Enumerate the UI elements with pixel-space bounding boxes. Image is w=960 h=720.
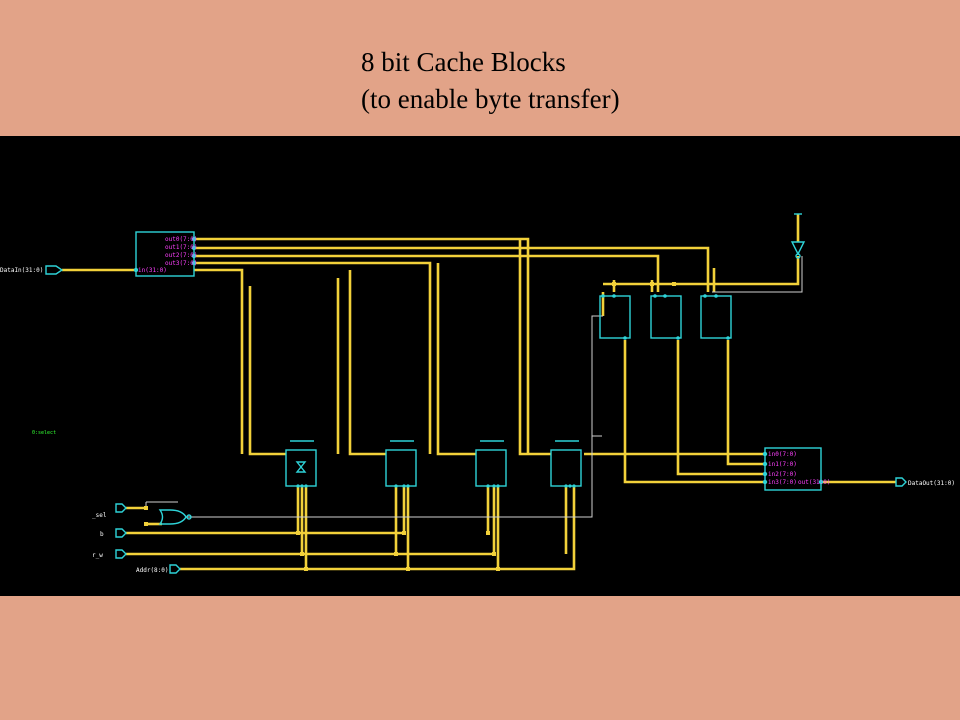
merger-out-label: out(31:0) (798, 479, 831, 486)
cache-block-top-2 (700, 295, 732, 339)
schematic-canvas: out0(7:0) out1(7:0) out2(7:0) out3(7:0) … (0, 136, 960, 596)
wire-byte1-top (194, 254, 660, 292)
splitter-port-1: out1(7:0) (165, 244, 198, 251)
wire-gate-out (186, 315, 603, 518)
control-lines (145, 256, 803, 518)
wire-block1-in (348, 270, 386, 456)
junctions (144, 282, 676, 571)
addr-label: Addr(8:0) (136, 567, 169, 574)
wire-rw-bus (126, 486, 496, 556)
rw-label: r_w (92, 552, 103, 559)
splitter-port-3: out3(7:0) (165, 260, 198, 267)
wire-top-bus (603, 256, 800, 286)
cache-block-bottom-3 (550, 449, 582, 487)
wire-block0-in (248, 286, 286, 456)
slide-title: 8 bit Cache Blocks (to enable byte trans… (361, 44, 620, 118)
dataout-port (895, 477, 907, 487)
cache-block-top-0 (599, 295, 631, 339)
block-outlines (45, 213, 907, 574)
inverter (790, 241, 806, 256)
merger-port-labels: in0(7:0) in1(7:0) in2(7:0) in3(7:0) out(… (768, 451, 831, 486)
b-port (115, 528, 127, 538)
wire-byte3 (194, 268, 244, 454)
wire-top1-to-merge (676, 340, 765, 476)
merger-port-3: in3(7:0) (768, 479, 797, 486)
splitter-port-2: out2(7:0) (165, 252, 198, 259)
wire-byte0-top (194, 246, 710, 292)
merger-block (764, 447, 822, 491)
b-label: b (100, 531, 104, 538)
or-gate (158, 509, 187, 525)
wire-block3-in (518, 239, 551, 456)
merger-port-1: in1(7:0) (768, 461, 797, 468)
title-line-2: (to enable byte transfer) (361, 84, 620, 114)
merger-port-2: in2(7:0) (768, 471, 797, 478)
merger-port-0: in0(7:0) (768, 451, 797, 458)
schematic-diagram: out0(7:0) out1(7:0) out2(7:0) out3(7:0) … (0, 213, 955, 574)
datain-label: DataIn(31:0) (0, 267, 43, 274)
sel-label: _sel (92, 512, 107, 519)
cache-block-bottom-1 (385, 449, 417, 487)
inverter-bubble (795, 253, 801, 259)
wire-top0-to-merge (623, 340, 765, 484)
title-line-1: 8 bit Cache Blocks (361, 47, 566, 77)
wire-inv-out (712, 256, 803, 293)
wire-top2-to-merge (726, 340, 765, 466)
wire-block2-in (436, 263, 476, 456)
splitter-port-0: out0(7:0) (165, 236, 198, 243)
splitter-port-labels: out0(7:0) out1(7:0) out2(7:0) out3(7:0) … (138, 236, 198, 274)
dataout-label: DataOut(31:0) (908, 480, 955, 487)
rw-port (115, 549, 127, 559)
wire-byte0 (194, 237, 530, 454)
port-nodes (133, 236, 824, 488)
wire-addr-bus (180, 486, 576, 571)
addr-port (169, 564, 181, 574)
splitter-in-label: in(31:0) (138, 267, 167, 274)
cache-block-bottom-2 (475, 449, 507, 487)
cache-block-top-1 (650, 295, 682, 339)
or-gate-bubble (186, 514, 192, 520)
datain-port (45, 265, 64, 275)
net-label: 0:select (32, 430, 56, 436)
hourglass-symbol (295, 461, 307, 473)
sel-port (115, 503, 127, 513)
wire-byte2 (194, 261, 432, 454)
